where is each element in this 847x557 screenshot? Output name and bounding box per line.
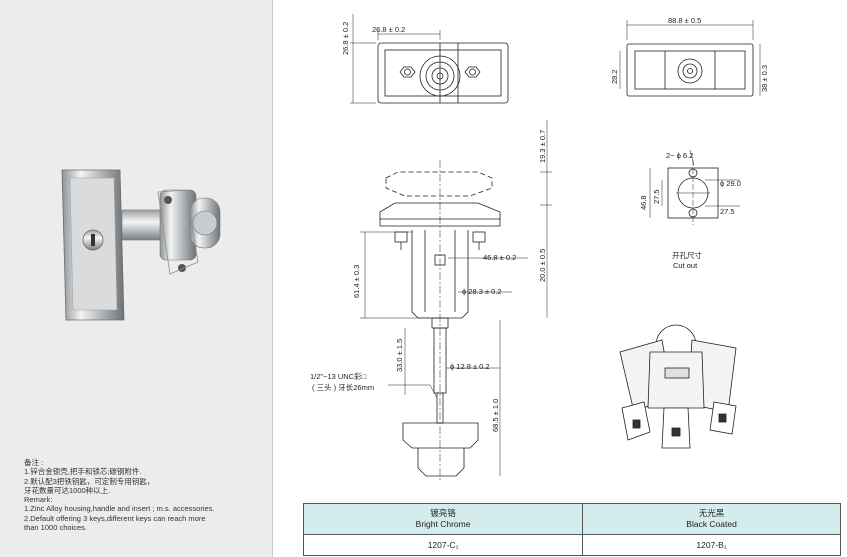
keys-illustration xyxy=(619,324,737,449)
top-view-handle xyxy=(619,20,761,97)
cutout-h-27-left: 27.5 xyxy=(652,189,661,204)
dim-height-68: 68.5 ± 1.0 xyxy=(491,399,500,432)
notes-label-cn: 备注 : xyxy=(24,458,44,467)
dim-thread-line1: 1/2"−13 UNC彩□ xyxy=(310,371,367,381)
dim-top-width-small: 26.8 ± 0.2 xyxy=(372,25,405,34)
dim-dia-28: ϕ 28.3 ± 0.2 xyxy=(462,287,502,296)
cutout-view xyxy=(649,149,740,225)
dim-width-88: 88.8 ± 0.5 xyxy=(668,16,701,25)
finish-header-chrome: 镀亮铬 Bright Chrome xyxy=(302,503,584,535)
cutout-title-cn: 开孔尺寸 xyxy=(672,250,702,260)
note-en-2: 2.Default offering 3 keys,different keys… xyxy=(24,513,206,523)
dim-top-height-small: 26.8 ± 0.2 xyxy=(341,22,350,55)
cutout-holes: 2− ϕ 6.2 xyxy=(666,151,693,160)
dim-height-33: 33.0 ± 1.5 xyxy=(395,339,404,372)
dim-height-38: 38 ± 0.3 xyxy=(760,65,769,92)
dim-height-28: 28.2 xyxy=(610,69,619,84)
finish-chrome-cn: 镀亮铬 xyxy=(430,508,456,518)
note-cn-1: 1.锌合金锁壳,把手和锁芯;碳钢附件. xyxy=(24,467,142,477)
finish-chrome-en: Bright Chrome xyxy=(415,519,471,529)
top-view-front xyxy=(350,14,509,104)
cutout-dia-29: ϕ 29.0 xyxy=(720,179,741,188)
finish-black-cn: 无光黑 xyxy=(698,508,725,518)
dim-thread-line2: ( 三头 ) 牙长26mm xyxy=(312,382,374,392)
side-view xyxy=(360,120,552,480)
cutout-title-en: Cut out xyxy=(673,261,698,270)
note-cn-3: 牙花数量可达1000种以上. xyxy=(24,485,111,495)
finish-table: 镀亮铬 Bright Chrome 无光黑 Black Coated 1207-… xyxy=(302,503,841,556)
note-en-3: than 1000 choices. xyxy=(24,523,87,533)
notes-label-en: Remark: xyxy=(24,495,53,505)
finish-black-en: Black Coated xyxy=(686,519,737,529)
panel-divider xyxy=(272,0,273,557)
code-black: 1207-B₁ xyxy=(582,534,841,556)
dim-height-19: 19.3 ± 0.7 xyxy=(538,130,547,163)
product-photo xyxy=(61,169,221,321)
left-panel xyxy=(0,0,272,557)
note-cn-2: 2.默认配3把铁钥匙，可定制专用钥匙， xyxy=(24,476,155,486)
dim-height-61: 61.4 ± 0.3 xyxy=(352,265,361,298)
finish-header-black: 无光黑 Black Coated xyxy=(582,503,841,535)
cutout-h-46: 46.8 xyxy=(639,195,648,210)
dim-width-46: 46.8 ± 0.2 xyxy=(483,253,516,262)
cutout-w-27: 27.5 xyxy=(720,207,735,216)
dim-dia-12: ϕ 12.8 ± 0.2 xyxy=(450,362,490,371)
technical-drawing: 26.8 ± 0.2 26.8 ± 0.2 88.8 ± 0.5 28.2 38… xyxy=(310,14,769,480)
code-chrome: 1207-C₁ xyxy=(302,534,584,556)
notes: 备注 : 1.锌合金锁壳,把手和锁芯;碳钢附件. 2.默认配3把铁钥匙，可定制专… xyxy=(24,458,264,532)
dim-height-20: 20.0 ± 0.5 xyxy=(538,249,547,282)
note-en-1: 1.Zinc Alloy housing,handle and insert ;… xyxy=(24,504,215,514)
